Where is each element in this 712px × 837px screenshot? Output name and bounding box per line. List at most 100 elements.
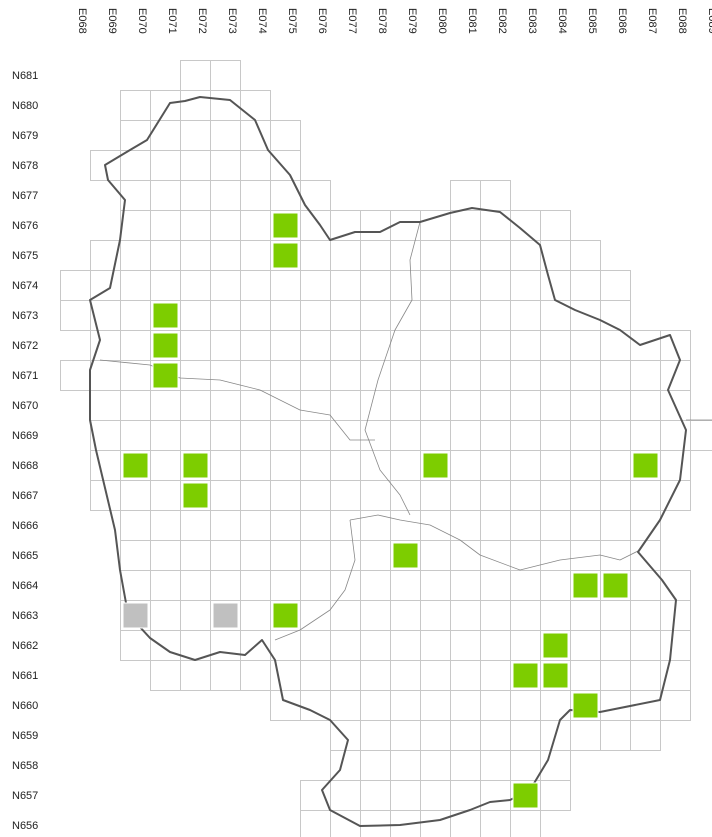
- grid-cell: [570, 720, 601, 751]
- grid-cell: [420, 480, 451, 511]
- row-labels: N681N680N679N678N677N676N675N674N673N672…: [12, 70, 38, 832]
- row-label: N671: [12, 370, 38, 382]
- grid-cell: [390, 630, 421, 661]
- grid-cell: [180, 300, 211, 331]
- grid-cell: [330, 390, 361, 421]
- grid-cell: [420, 690, 451, 721]
- grid-cell: [180, 390, 211, 421]
- column-label: E075: [286, 8, 298, 34]
- grid-cell: [540, 360, 571, 391]
- grid-cell: [450, 420, 481, 451]
- grid-cell: [300, 630, 331, 661]
- grid-cell: [480, 570, 511, 601]
- grid-cell: [300, 480, 331, 511]
- grid-cell: [480, 330, 511, 361]
- grid-cell: [420, 330, 451, 361]
- grid-cell: [420, 750, 451, 781]
- recent-record-cell: [512, 782, 539, 809]
- old-record-cell: [122, 602, 149, 629]
- row-label: N681: [12, 70, 38, 82]
- grid-cell: [300, 420, 331, 451]
- grid-cell: [210, 240, 241, 271]
- row-label: N677: [12, 190, 38, 202]
- grid-cell: [630, 420, 661, 451]
- recent-record-cell: [422, 452, 449, 479]
- grid-cell: [480, 300, 511, 331]
- department-border: [364, 221, 421, 516]
- row-label: N680: [12, 100, 38, 112]
- grid-cell: [390, 660, 421, 691]
- grid-cell: [660, 630, 691, 661]
- column-label: E071: [166, 8, 178, 34]
- grid-cell: [120, 420, 151, 451]
- grid-cell: [90, 480, 121, 511]
- grid-cell: [240, 180, 271, 211]
- grid-cell: [570, 450, 601, 481]
- grid-cell: [270, 300, 301, 331]
- grid-cell: [240, 510, 271, 541]
- grid-cell: [540, 510, 571, 541]
- row-label: N660: [12, 700, 38, 712]
- grid-cell: [210, 540, 241, 571]
- grid-cell: [210, 270, 241, 301]
- grid-cell: [570, 660, 601, 691]
- grid-cell: [630, 330, 661, 361]
- grid-cell: [150, 630, 181, 661]
- column-label: E087: [646, 8, 658, 34]
- grid-cell: [300, 300, 331, 331]
- grid-cell: [90, 450, 121, 481]
- grid-cell: [270, 570, 301, 601]
- grid-cell: [270, 510, 301, 541]
- grid-cell: [150, 570, 181, 601]
- grid-cell: [510, 510, 541, 541]
- grid-cell: [600, 600, 631, 631]
- grid-cell: [420, 630, 451, 661]
- grid-cell: [540, 540, 571, 571]
- grid-cell: [330, 540, 361, 571]
- grid-cell: [210, 300, 241, 331]
- grid-cell: [570, 300, 601, 331]
- grid-cell: [570, 420, 601, 451]
- grid-cell: [300, 510, 331, 541]
- grid-cell: [450, 240, 481, 271]
- grid-cell: [150, 510, 181, 541]
- grid-cell: [240, 480, 271, 511]
- row-label: N674: [12, 280, 38, 292]
- grid-cell: [570, 270, 601, 301]
- grid-cell: [150, 90, 181, 121]
- recent-record-cell: [572, 692, 599, 719]
- grid-cell: [60, 270, 91, 301]
- grid-cell: [450, 480, 481, 511]
- grid-cell: [240, 210, 271, 241]
- grid-cell: [390, 780, 421, 811]
- column-label: E076: [316, 8, 328, 34]
- grid-cell: [300, 600, 331, 631]
- grid-cell: [240, 600, 271, 631]
- grid-cell: [510, 450, 541, 481]
- inner-borders: [99, 221, 712, 641]
- grid-cell: [180, 660, 211, 691]
- grid-cell: [480, 180, 511, 211]
- grid-cell: [480, 600, 511, 631]
- column-label: E089: [706, 8, 712, 34]
- grid-cell: [270, 660, 301, 691]
- grid-cell: [480, 240, 511, 271]
- grid-cell: [330, 420, 361, 451]
- grid-cell: [300, 810, 331, 837]
- grid-cell: [90, 300, 121, 331]
- grid-cell: [420, 240, 451, 271]
- grid-cell: [480, 750, 511, 781]
- grid-cell: [450, 780, 481, 811]
- grid-cell: [450, 600, 481, 631]
- grid-cell: [570, 480, 601, 511]
- recent-record-cell: [152, 332, 179, 359]
- grid-cell: [540, 390, 571, 421]
- grid-cell: [600, 480, 631, 511]
- grid-cell: [180, 510, 211, 541]
- grid-cell: [210, 390, 241, 421]
- grid-cell: [600, 360, 631, 391]
- grid-cell: [150, 120, 181, 151]
- grid-cell: [360, 780, 391, 811]
- grid-cell: [270, 390, 301, 421]
- grid-cell: [150, 150, 181, 181]
